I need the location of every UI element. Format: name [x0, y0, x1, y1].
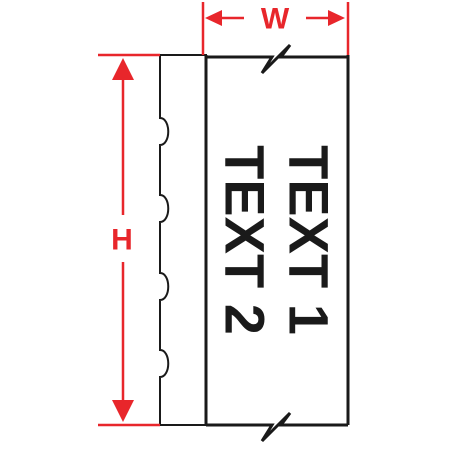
- label-text-line2: TEXT 2: [214, 145, 277, 335]
- label-text-line1: TEXT 1: [278, 145, 341, 335]
- width-label: W: [261, 3, 290, 36]
- height-label: H: [111, 224, 133, 257]
- liner-strip: [159, 54, 207, 426]
- width-dimension: W: [201, 2, 350, 55]
- label-bottom-break: [206, 411, 348, 443]
- height-arrowhead-top: [112, 58, 134, 80]
- label-top-break: [206, 43, 348, 75]
- width-arrowhead-right: [328, 10, 345, 26]
- height-arrowhead-bottom: [112, 400, 134, 422]
- height-dimension: H: [98, 53, 160, 427]
- width-arrowhead-left: [205, 10, 222, 26]
- label-text-group: TEXT 1 TEXT 2: [214, 145, 341, 335]
